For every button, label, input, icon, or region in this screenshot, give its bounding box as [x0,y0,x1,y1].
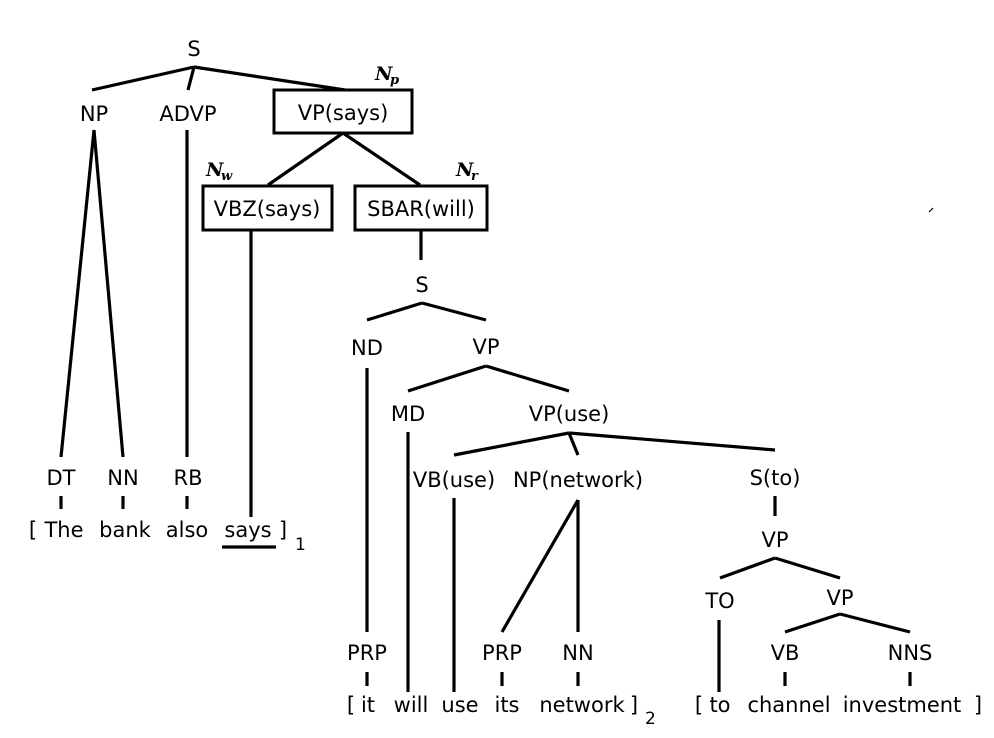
edge-vpchan-nns [839,612,911,634]
node-vb-use: VB(use) [413,468,495,492]
node-s-to: S(to) [750,466,801,490]
node-vp-says: VP(says) [298,101,389,125]
sbar-will-box [353,184,489,232]
word-bank: bank [99,518,152,542]
word-network: network [539,693,625,717]
stray-tick-mark [928,207,934,213]
node-s-inner: S [415,273,428,297]
edge-vp-vbz [267,131,344,187]
node-vb: VB [771,641,800,665]
node-vp-to: VP [761,528,788,552]
node-to: TO [704,589,734,613]
seg3-close-bracket: ] [974,693,982,717]
edge-np-dt [59,129,96,458]
node-vp-chan: VP [826,586,853,610]
node-np-network: NP(network) [513,468,643,492]
edge-vpchan-vb [784,612,841,634]
segment-1: [ The bank also says ] 1 [29,518,306,555]
vp-says-box [272,88,414,135]
word-channel: channel [747,693,830,717]
node-advp: ADVP [159,102,216,126]
seg2-open-bracket: [ [347,693,355,717]
word-also: also [166,518,209,542]
node-vbz-says: VBZ(says) [214,197,321,221]
node-rb: RB [174,466,203,490]
edge-vp-vpchan [774,556,841,580]
word-investment: investment [843,693,962,717]
word-it: it [361,693,375,717]
edge-vpuse-sto [568,431,776,452]
word-says: says [224,518,271,542]
node-nns: NNS [888,641,933,665]
node-sbar-will: SBAR(will) [367,197,475,221]
node-nn-network: NN [562,641,593,665]
segment-3: [ to channel investment ] [695,693,982,717]
annotation-np: N p [374,63,399,88]
seg1-index: 1 [295,535,306,555]
edge-vp-vpuse [485,364,570,393]
edge-np-nn [92,129,125,458]
edge-s-nd [366,301,423,322]
edge-s-advp [186,66,196,91]
annotation-nw: N w [205,159,233,184]
annotation-np-sub: p [390,73,399,88]
node-prp-it: PRP [347,641,387,665]
annotation-nw-sub: w [221,169,233,184]
seg2-close-bracket: ] [630,693,638,717]
node-prp-its: PRP [482,641,522,665]
segment-2: [ it will use its network ] 2 [347,693,656,729]
word-the: The [43,518,83,542]
node-nd: ND [351,336,383,360]
edge-npnetwork-prp [500,499,580,633]
annotation-np-letter: N [374,63,393,85]
node-md: MD [391,402,425,426]
node-vp-use: VP(use) [529,402,610,426]
vbz-says-box [201,184,334,232]
seg1-open-bracket: [ [29,518,37,542]
seg1-close-bracket: ] [279,518,287,542]
annotation-nw-letter: N [205,159,224,181]
node-nn-bank: NN [107,466,138,490]
edge-s-np [91,65,195,92]
word-its: its [494,693,519,717]
node-labels: S NP ADVP VP(says) VBZ(says) SBAR(will) … [47,37,933,665]
node-s-root: S [187,37,200,61]
node-np: NP [80,102,108,126]
edge-s-vp [421,301,487,322]
edge-vpuse-npnetwork [567,432,580,456]
word-use: use [441,693,478,717]
annotation-nr-letter: N [455,159,474,181]
word-will: will [394,693,429,717]
edge-vp-md [407,364,487,393]
edge-s-vp-says [193,65,346,92]
edge-vp-to [719,556,776,580]
seg3-open-bracket: [ [695,693,703,717]
node-dt: DT [47,466,76,490]
tree-edges [59,65,912,692]
annotation-nr: N r [455,159,479,184]
word-to: to [709,693,730,717]
seg2-index: 2 [645,709,656,729]
edge-vp-sbar [342,131,421,187]
annotation-nr-sub: r [471,169,479,184]
edge-vpuse-vbuse [453,431,570,457]
node-vp-inner: VP [472,335,499,359]
